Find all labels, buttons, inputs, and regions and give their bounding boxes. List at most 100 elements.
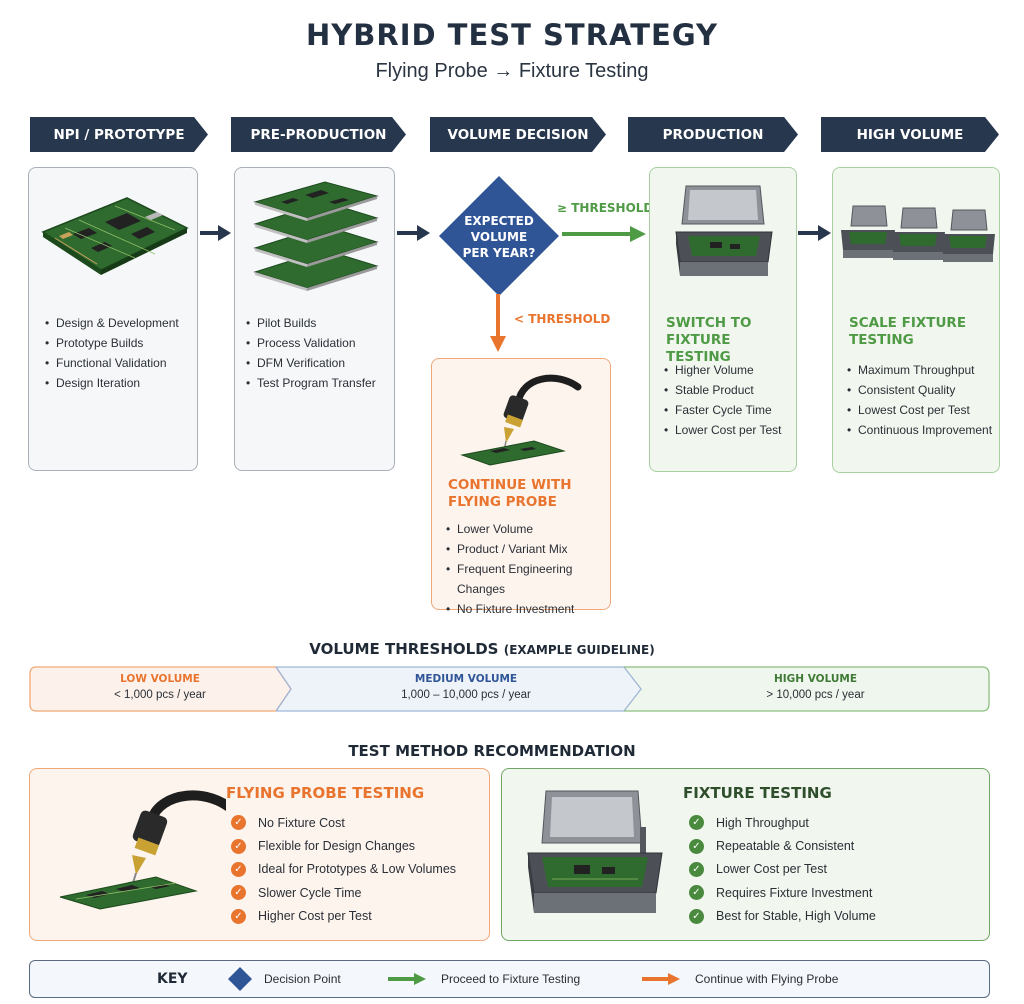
high-volume-title: SCALE FIXTURE TESTING (849, 315, 967, 348)
pcb-stack-icon (253, 181, 379, 291)
production-title: SWITCH TO FIXTURE TESTING (666, 315, 752, 365)
list-item: Frequent Engineering Changes (446, 559, 610, 599)
flow-arrow (798, 225, 831, 241)
threshold-medium: MEDIUM VOLUME 1,000 – 10,000 pcs / year (401, 673, 531, 701)
threshold-bar: LOW VOLUME < 1,000 pcs / year MEDIUM VOL… (29, 666, 990, 712)
legend-title: KEY (157, 971, 188, 987)
list-item: ✓Lower Cost per Test (689, 858, 876, 881)
legend-fixture-label: Proceed to Fixture Testing (441, 972, 581, 986)
preproduction-card: Pilot Builds Process Validation DFM Veri… (234, 167, 395, 471)
orange-arrow (490, 294, 506, 352)
threshold-low: LOW VOLUME < 1,000 pcs / year (114, 673, 206, 701)
list-item: Continuous Improvement (847, 420, 992, 440)
fixture-array-icon (841, 205, 995, 262)
fixture-title: FIXTURE TESTING (683, 784, 832, 802)
list-item: Prototype Builds (45, 333, 179, 353)
stage-production: PRODUCTION (628, 117, 798, 152)
list-item: Consistent Quality (847, 380, 992, 400)
high-volume-list: Maximum Throughput Consistent Quality Lo… (847, 360, 992, 440)
check-icon: ✓ (231, 861, 246, 877)
decision-line: EXPECTED (464, 214, 534, 228)
production-list: Higher Volume Stable Product Faster Cycl… (664, 360, 782, 440)
list-item: ✓High Throughput (689, 811, 876, 834)
list-item: Pilot Builds (246, 313, 376, 333)
fixture-recommendation: FIXTURE TESTING ✓High Throughput ✓Repeat… (501, 768, 990, 941)
threshold-bar-shape (29, 666, 990, 712)
flying-probe-icon (460, 374, 582, 466)
flying-probe-checklist: ✓No Fixture Cost ✓Flexible for Design Ch… (231, 811, 456, 928)
high-volume-card: SCALE FIXTURE TESTING Maximum Throughput… (832, 167, 1000, 473)
decision-line: VOLUME (470, 230, 528, 244)
list-item: Design Iteration (45, 373, 179, 393)
list-item: ✓No Fixture Cost (231, 811, 456, 834)
npi-list: Design & Development Prototype Builds Fu… (45, 313, 179, 393)
decision-diamond-icon (228, 967, 252, 991)
preproduction-list: Pilot Builds Process Validation DFM Veri… (246, 313, 376, 393)
list-item: ✓Slower Cycle Time (231, 881, 456, 904)
list-item: DFM Verification (246, 353, 376, 373)
above-threshold-label: ≥ THRESHOLD (557, 201, 654, 215)
diamond-shape (439, 176, 559, 296)
check-icon: ✓ (689, 908, 704, 924)
flying-probe-title: FLYING PROBE TESTING (226, 784, 425, 802)
decision-diamond: EXPECTED VOLUME PER YEAR? (439, 176, 559, 296)
list-item: ✓Higher Cost per Test (231, 905, 456, 928)
list-item: ✓Ideal for Prototypes & Low Volumes (231, 858, 456, 881)
page-subtitle: Flying Probe → Fixture Testing (375, 60, 649, 82)
page-title: HYBRID TEST STRATEGY (306, 18, 718, 52)
flying-probe-card: CONTINUE WITH FLYING PROBE Lower Volume … (431, 358, 611, 619)
check-icon: ✓ (231, 908, 246, 924)
stage-high-volume: HIGH VOLUME (821, 117, 999, 152)
flow-arrow (397, 225, 430, 241)
stage-preproduction: PRE-PRODUCTION (231, 117, 406, 152)
stage-volume-decision: VOLUME DECISION (430, 117, 606, 152)
check-icon: ✓ (689, 885, 704, 901)
fixture-icon (675, 185, 773, 276)
orange-arrow-icon (642, 973, 680, 985)
list-item: ✓Requires Fixture Investment (689, 881, 876, 904)
production-card: SWITCH TO FIXTURE TESTING Higher Volume … (649, 167, 797, 472)
check-icon: ✓ (231, 885, 246, 901)
check-icon: ✓ (689, 861, 704, 877)
list-item: No Fixture Investment (446, 599, 610, 619)
green-arrow (562, 226, 646, 242)
list-item: Lower Volume (446, 519, 610, 539)
list-item: Maximum Throughput (847, 360, 992, 380)
list-item: Functional Validation (45, 353, 179, 373)
recommendation-title: TEST METHOD RECOMMENDATION (348, 742, 636, 760)
legend-flying-label: Continue with Flying Probe (695, 972, 839, 986)
decision-line: PER YEAR? (462, 246, 536, 260)
list-item: Lowest Cost per Test (847, 400, 992, 420)
thresholds-note: (EXAMPLE GUIDELINE) (503, 643, 655, 657)
list-item: Lower Cost per Test (664, 420, 782, 440)
check-icon: ✓ (231, 838, 246, 854)
flying-branch-title: CONTINUE WITH FLYING PROBE (448, 477, 572, 510)
flying-branch-list: Lower Volume Product / Variant Mix Frequ… (446, 519, 610, 619)
list-item: ✓Repeatable & Consistent (689, 834, 876, 857)
stage-npi: NPI / PROTOTYPE (30, 117, 208, 152)
below-threshold-label: < THRESHOLD (514, 312, 611, 326)
list-item: Higher Volume (664, 360, 782, 380)
npi-card: Design & Development Prototype Builds Fu… (28, 167, 198, 471)
flow-arrow (200, 225, 231, 241)
thresholds-heading: VOLUME THRESHOLDS (EXAMPLE GUIDELINE) (0, 640, 964, 658)
check-icon: ✓ (231, 815, 246, 831)
fixture-checklist: ✓High Throughput ✓Repeatable & Consisten… (689, 811, 876, 928)
thresholds-title: VOLUME THRESHOLDS (309, 640, 499, 658)
list-item: Test Program Transfer (246, 373, 376, 393)
check-icon: ✓ (689, 815, 704, 831)
flying-probe-recommendation: FLYING PROBE TESTING ✓No Fixture Cost ✓F… (29, 768, 490, 941)
list-item: ✓Flexible for Design Changes (231, 834, 456, 857)
green-arrow-icon (388, 973, 426, 985)
flying-probe-icon (59, 790, 226, 910)
fixture-icon (527, 790, 663, 913)
pcb-board-icon (41, 197, 189, 275)
list-item: ✓Best for Stable, High Volume (689, 905, 876, 928)
list-item: Product / Variant Mix (446, 539, 610, 559)
list-item: Design & Development (45, 313, 179, 333)
legend-decision-label: Decision Point (264, 972, 341, 986)
list-item: Process Validation (246, 333, 376, 353)
list-item: Stable Product (664, 380, 782, 400)
list-item: Faster Cycle Time (664, 400, 782, 420)
threshold-high: HIGH VOLUME > 10,000 pcs / year (766, 673, 865, 701)
